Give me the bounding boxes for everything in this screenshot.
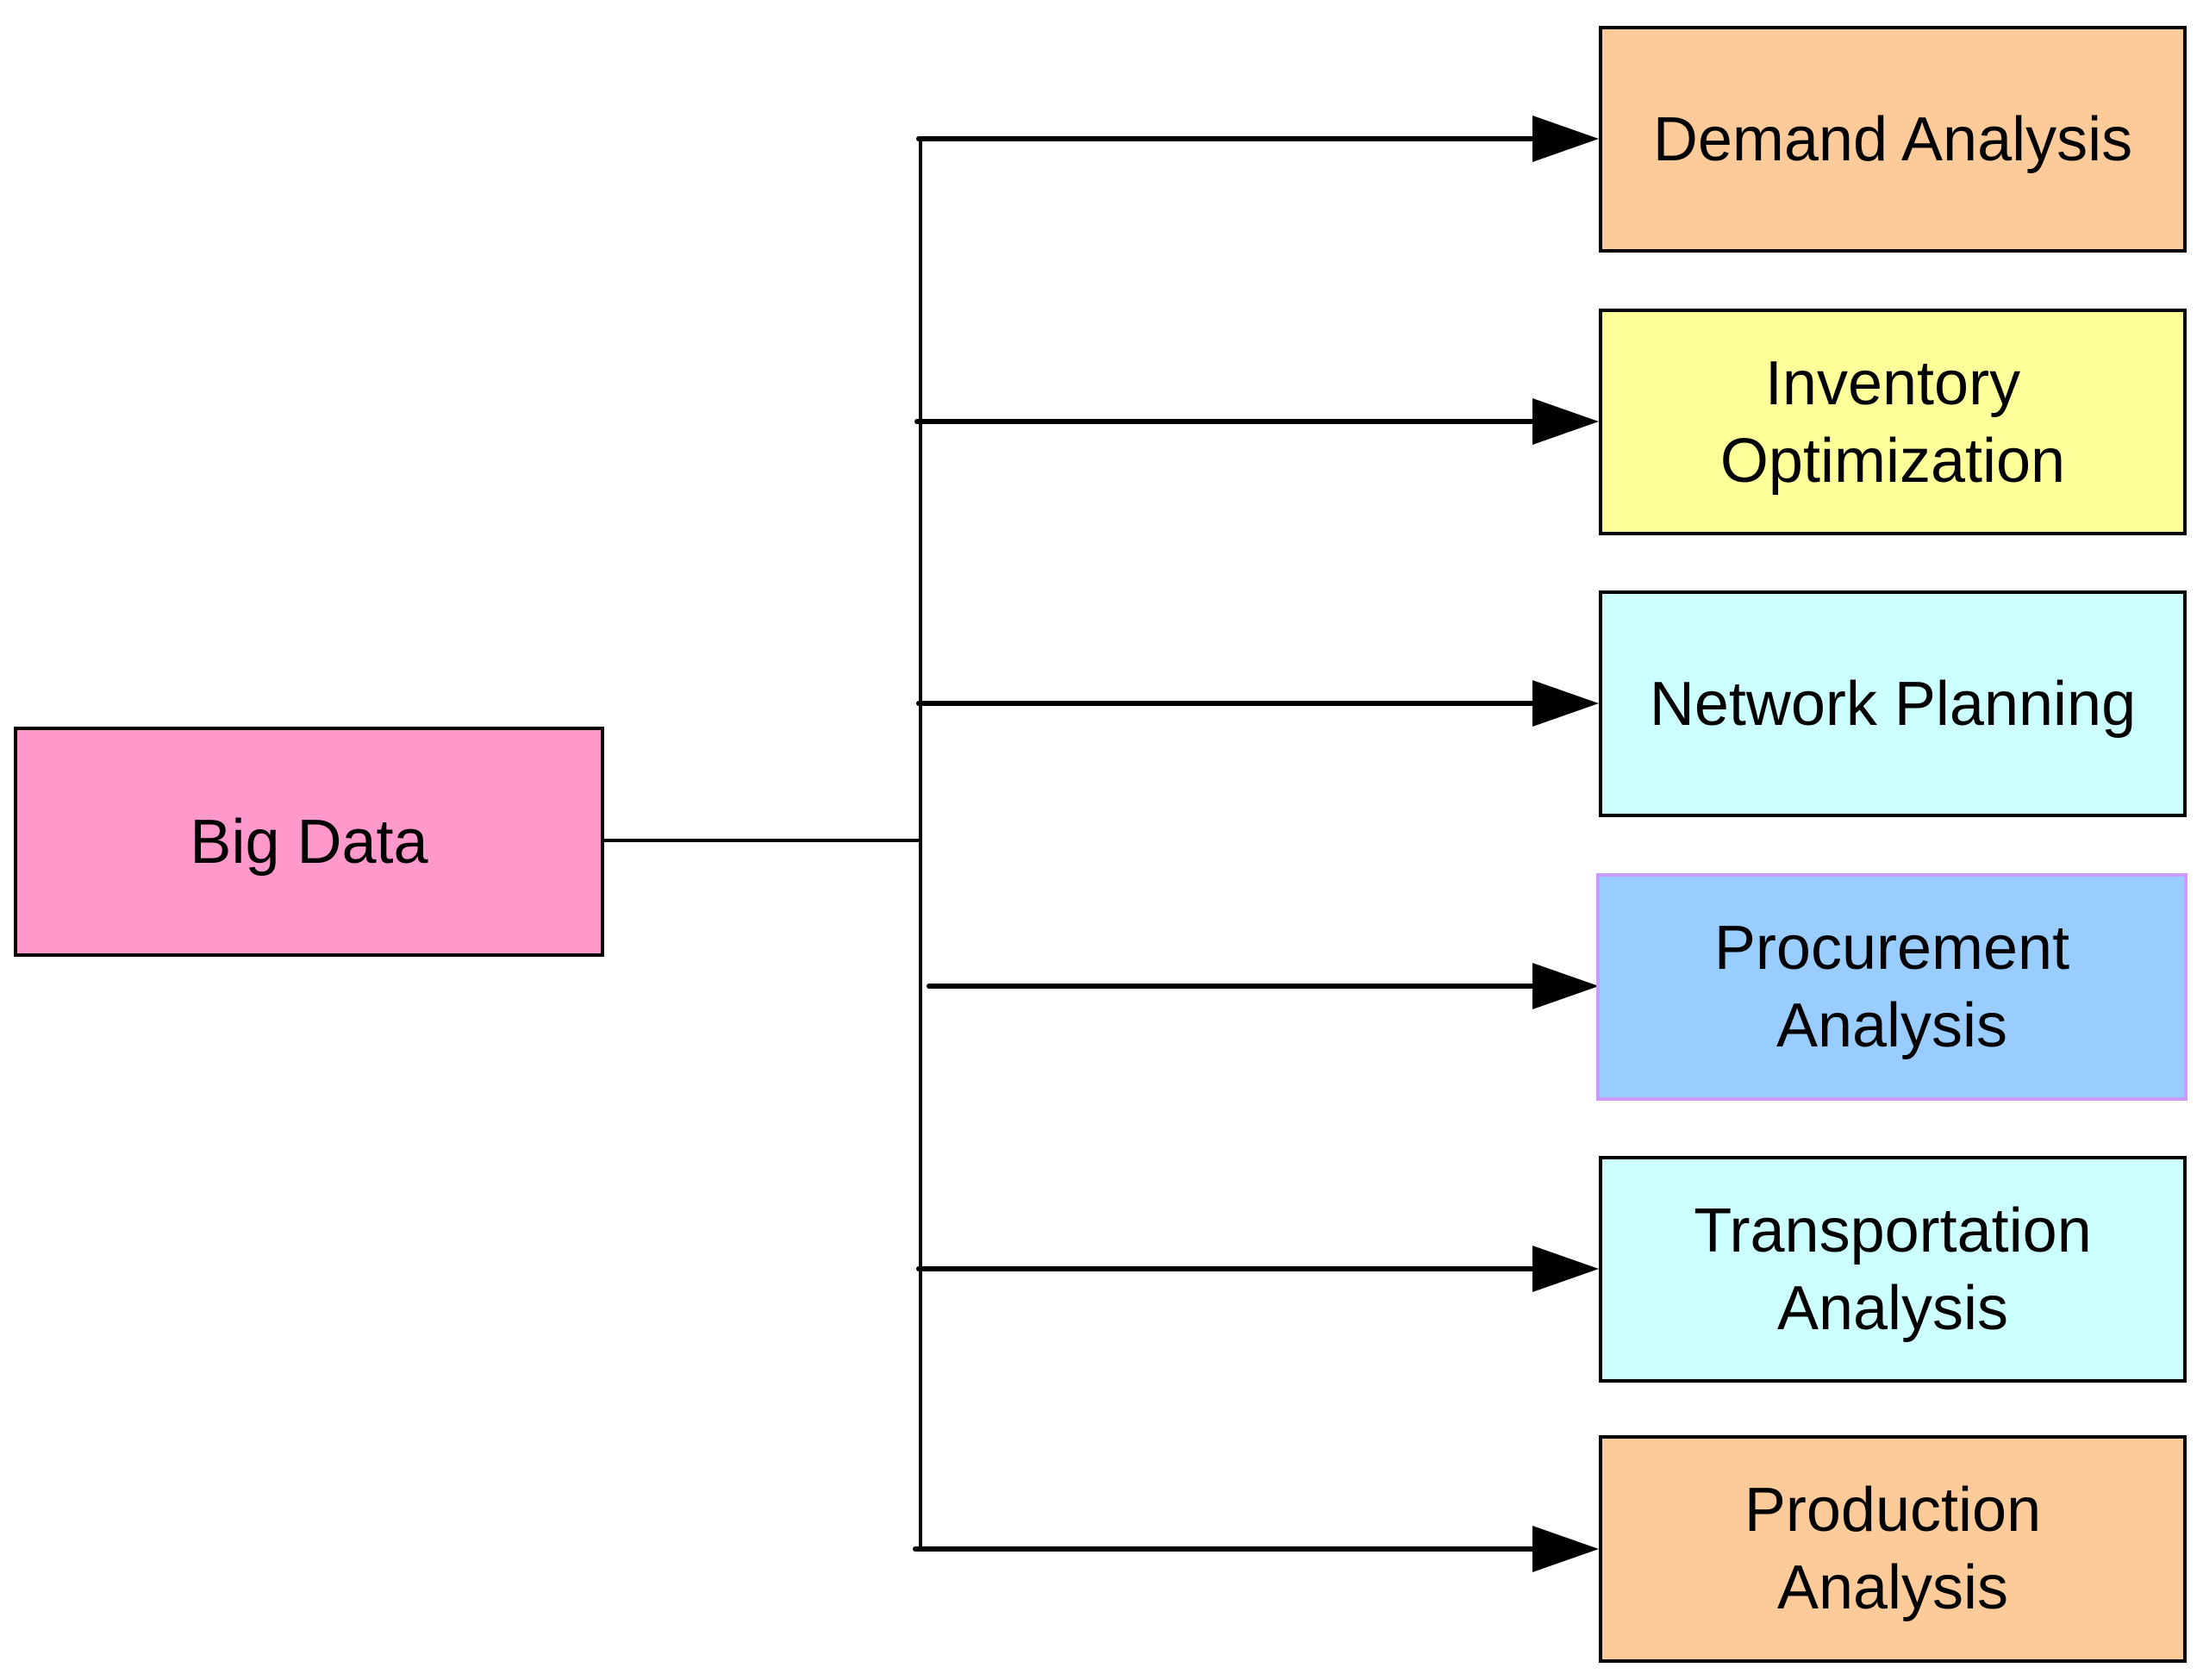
node-network-planning: Network Planning xyxy=(1599,590,2187,817)
arrowhead-icon xyxy=(1532,963,1599,1009)
node-demand-analysis: Demand Analysis xyxy=(1599,26,2187,253)
node-label: Big Data xyxy=(190,807,428,877)
arrowhead-icon xyxy=(1532,116,1599,162)
node-label: Transportation Analysis xyxy=(1694,1196,2092,1343)
arrowhead-icon xyxy=(1532,1526,1599,1572)
node-transportation-analysis: Transportation Analysis xyxy=(1599,1156,2187,1383)
arrow-transportation-analysis xyxy=(916,1246,1599,1292)
arrow-network-planning xyxy=(916,680,1599,727)
node-inventory-optimization: Inventory Optimization xyxy=(1599,309,2187,535)
node-procurement-analysis: Procurement Analysis xyxy=(1596,873,2187,1101)
node-label: Procurement Analysis xyxy=(1713,914,2070,1060)
arrow-demand-analysis xyxy=(916,116,1599,162)
node-label: Demand Analysis xyxy=(1652,104,2133,174)
node-label: Production Analysis xyxy=(1744,1476,2042,1622)
arrow-inventory-optimization xyxy=(914,398,1599,445)
node-production-analysis: Production Analysis xyxy=(1599,1435,2187,1663)
arrowhead-icon xyxy=(1532,680,1599,727)
arrow-production-analysis xyxy=(913,1526,1599,1572)
node-label: Network Planning xyxy=(1649,669,2137,739)
node-label: Inventory Optimization xyxy=(1719,348,2066,496)
arrow-procurement-analysis xyxy=(927,963,1599,1009)
node-big-data: Big Data xyxy=(14,727,604,957)
arrowhead-icon xyxy=(1532,1246,1599,1292)
arrowhead-icon xyxy=(1532,398,1599,445)
